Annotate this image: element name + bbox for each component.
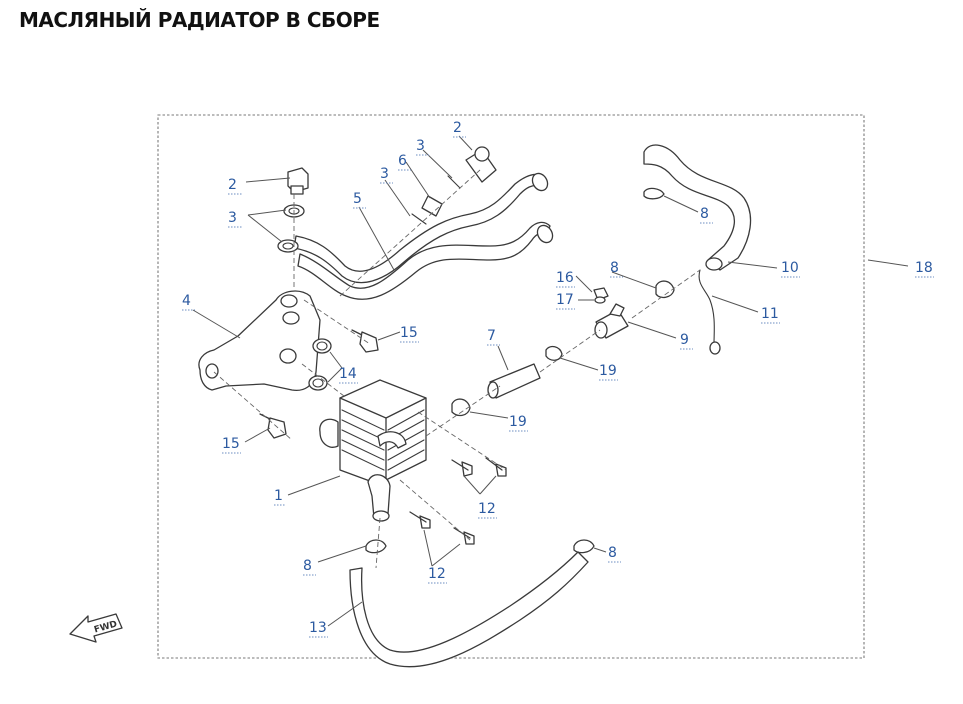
- callout-8-bottom-left: 8: [303, 558, 312, 574]
- callout-15-lower: 15: [222, 436, 240, 452]
- connector-9: [594, 303, 629, 339]
- callout-2-left: 2: [228, 177, 237, 193]
- callout-4: 4: [182, 293, 191, 309]
- callout-2-top: 2: [453, 120, 462, 136]
- callout-8-bottom-right: 8: [608, 545, 617, 561]
- bolt-12-a: [451, 459, 473, 477]
- o-ring-14-lower: [308, 375, 328, 391]
- leader-lines: [192, 135, 909, 627]
- washer-3-small-b: [447, 175, 461, 189]
- callout-14: 14: [339, 366, 357, 382]
- clamp-8-bottom-left: [365, 539, 387, 554]
- bolt-12-c: [409, 511, 431, 529]
- callout-3-mid: 3: [380, 166, 389, 182]
- clamp-19-upper: [545, 345, 563, 361]
- callout-18: 18: [915, 260, 933, 276]
- oil-cooler-1: [319, 379, 427, 522]
- callout-7: 7: [487, 328, 496, 344]
- callout-12-bottom: 12: [428, 566, 446, 582]
- callout-3-top: 3: [416, 138, 425, 154]
- o-ring-14-upper: [312, 338, 332, 354]
- banjo-bolt-2-left: [287, 167, 309, 195]
- callout-13: 13: [309, 620, 327, 636]
- sensor-wire-11: [698, 269, 721, 355]
- callout-12-right: 12: [478, 501, 496, 517]
- callout-17: 17: [556, 292, 574, 308]
- o-ring-17: [594, 296, 606, 304]
- callout-15-upper: 15: [400, 325, 418, 341]
- assembly-lines: [213, 169, 701, 569]
- bolt-15-upper: [351, 329, 379, 353]
- callout-10: 10: [781, 260, 799, 276]
- fwd-arrow: FWD: [69, 613, 123, 643]
- callout-8-mid: 8: [610, 260, 619, 276]
- callout-11: 11: [761, 306, 779, 322]
- bolt-12-b: [485, 457, 507, 477]
- oil-pipe-assembly: [293, 146, 554, 300]
- callout-3-left: 3: [228, 210, 237, 226]
- callout-8-top: 8: [700, 206, 709, 222]
- clamp-19-lower: [451, 398, 471, 417]
- callout-19-upper: 19: [599, 363, 617, 379]
- hose-10: [643, 144, 752, 271]
- bracket-4: [198, 290, 321, 392]
- clamp-8-top: [643, 187, 665, 200]
- washer-3-lower: [277, 239, 299, 253]
- callout-1: 1: [274, 488, 283, 504]
- clamp-8-mid: [655, 280, 675, 299]
- washer-3-small-a: [411, 213, 427, 225]
- assembly-frame: [157, 114, 865, 659]
- callout-labels: 2 2 3 3 3 6 5 4 15 15 14 1 7 19 19 12 12: [182, 120, 934, 638]
- clamp-8-bottom-right: [573, 539, 595, 554]
- bolt-15-lower: [259, 413, 287, 439]
- page-title: МАСЛЯНЫЙ РАДИАТОР В СБОРЕ: [19, 8, 380, 32]
- bolt-12-d: [453, 527, 475, 545]
- hose-13: [349, 551, 589, 668]
- callout-6: 6: [398, 153, 407, 169]
- callout-16: 16: [556, 270, 574, 286]
- callout-9: 9: [680, 332, 689, 348]
- sleeve-7: [487, 363, 541, 399]
- callout-5: 5: [353, 191, 362, 207]
- callout-19-lower: 19: [509, 414, 527, 430]
